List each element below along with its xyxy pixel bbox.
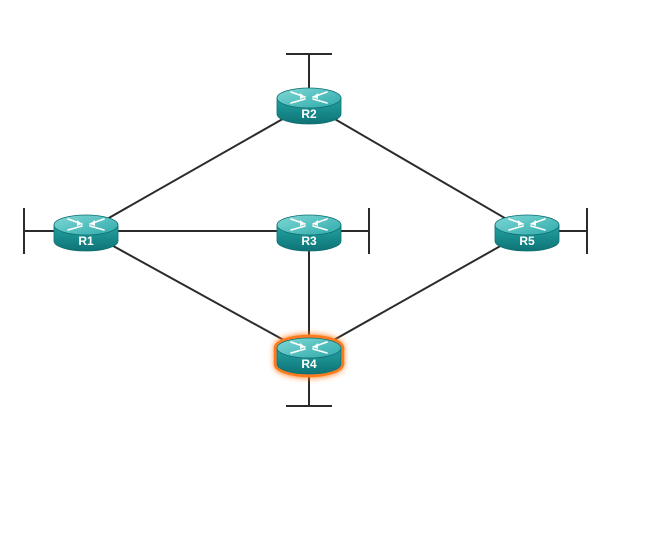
router-icon — [53, 214, 119, 252]
link-r1-r4 — [85, 230, 310, 355]
router-r2[interactable]: R2 — [276, 87, 342, 125]
router-arrows — [290, 91, 328, 104]
link-r2-r5 — [308, 103, 528, 232]
links-layer — [85, 103, 528, 355]
router-arrows — [67, 218, 105, 231]
router-icon — [276, 87, 342, 125]
router-icon — [276, 214, 342, 252]
router-r4[interactable]: R4 — [273, 334, 345, 378]
router-r1[interactable]: R1 — [53, 214, 119, 252]
router-arrows — [508, 218, 546, 231]
link-r1-r2 — [85, 103, 310, 232]
router-label: R3 — [301, 234, 317, 248]
router-arrows — [290, 218, 328, 231]
router-label: R1 — [78, 234, 94, 248]
router-icon — [276, 337, 342, 375]
router-r3[interactable]: R3 — [276, 214, 342, 252]
router-arrows — [290, 341, 328, 354]
router-icon — [494, 214, 560, 252]
router-label: R4 — [301, 357, 317, 371]
router-label: R5 — [519, 234, 535, 248]
router-r5[interactable]: R5 — [494, 214, 560, 252]
link-r4-r5 — [308, 230, 528, 355]
router-label: R2 — [301, 107, 317, 121]
